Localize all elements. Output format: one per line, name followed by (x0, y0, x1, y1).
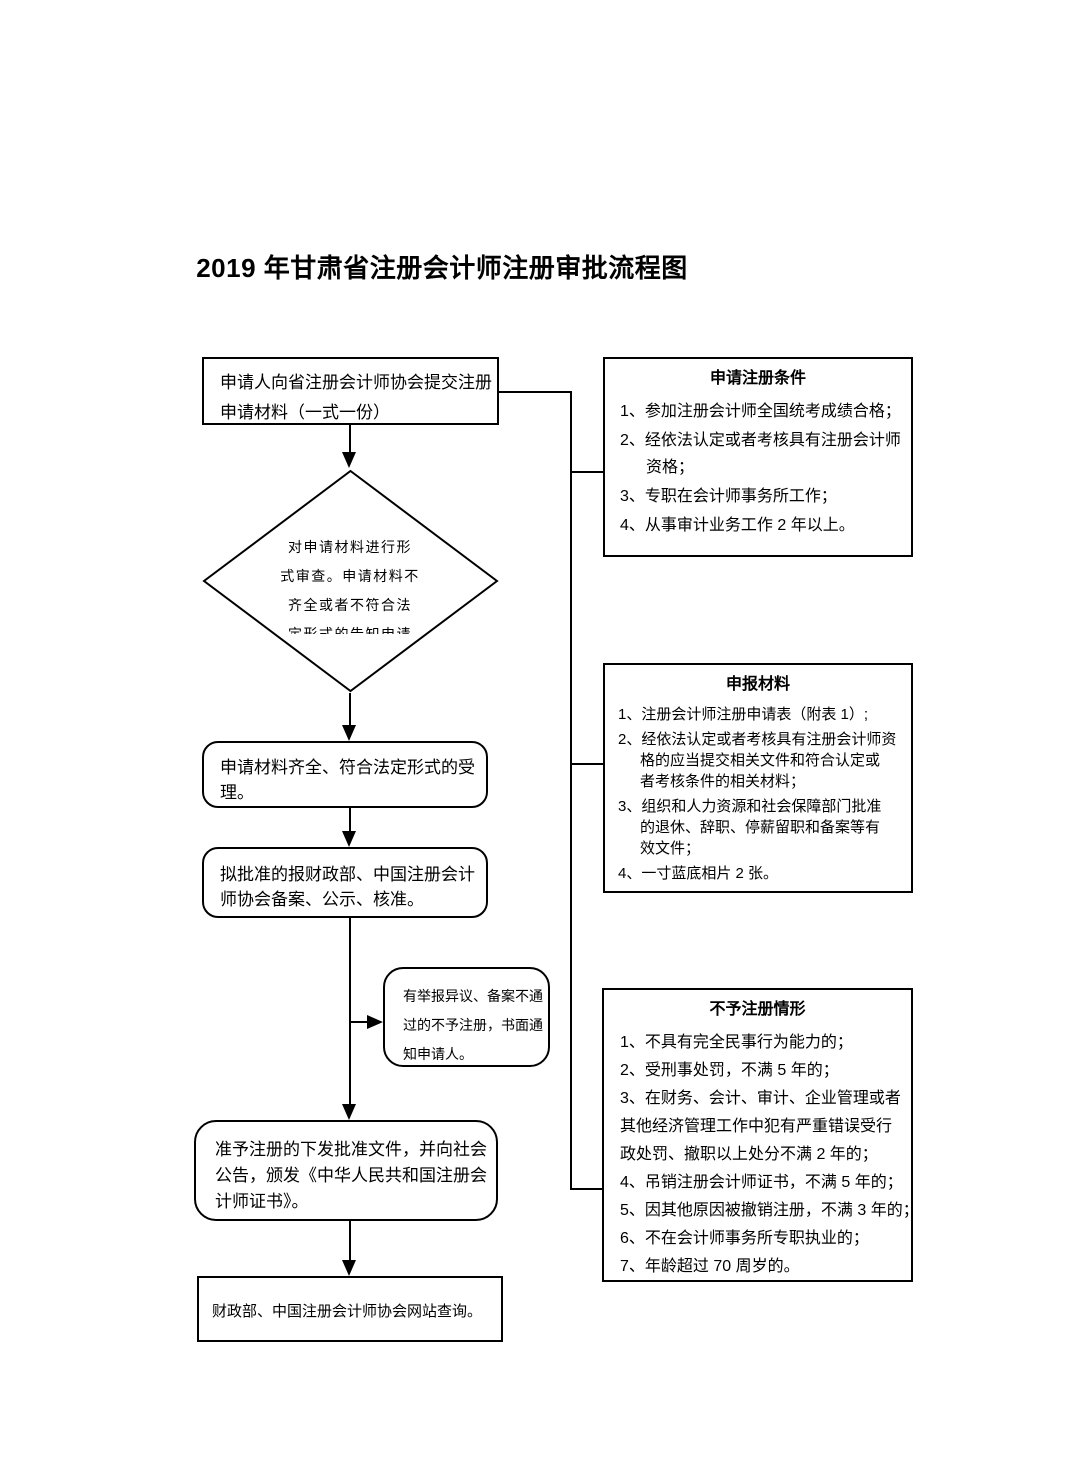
diamond-text-line: 式审查。申请材料不 (280, 568, 420, 584)
acceptance-box: 申请材料齐全、符合法定形式的受 理。 (202, 741, 488, 808)
connector-trunk-vertical (570, 391, 572, 1190)
connector-review-to-accept (349, 693, 351, 727)
denial-cases-panel: 不予注册情形 1、不具有完全民事行为能力的； 2、受刑事处罚，不满 5 年的； … (602, 988, 919, 1282)
panel-body: 1、不具有完全民事行为能力的； 2、受刑事处罚，不满 5 年的； 3、在财务、会… (604, 1029, 919, 1281)
website-query-box: 财政部、中国注册会计师协会网站查询。 (197, 1276, 503, 1342)
panel-text-line: 资格； (646, 459, 695, 476)
box-text-line: 师协会备案、公示、核准。 (220, 890, 424, 909)
panel-text-line: 4、从事审计业务工作 2 年以上。 (620, 517, 855, 534)
page-title: 2019 年甘肃省注册会计师注册审批流程图 (196, 253, 688, 283)
box-text-line: 过的不予注册，书面通 (403, 1017, 543, 1033)
panel-text-line: 3、在财务、会计、审计、企业管理或者 (620, 1090, 901, 1107)
panel-body: 1、参加注册会计师全国统考成绩合格； 2、经依法认定或者考核具有注册会计师 资格… (605, 398, 911, 539)
diamond-text-line: 定形式的告知申请 (288, 626, 412, 634)
box-text-line: 知申请人。 (403, 1046, 473, 1062)
formal-review-diamond (202, 469, 499, 693)
panel-text-line: 者考核条件的相关材料； (640, 773, 806, 790)
box-text-line: 准予注册的下发批准文件，并向社会 (215, 1140, 487, 1159)
connector-submit-to-trunk (498, 391, 572, 393)
connector-report-to-approve (349, 918, 351, 1106)
diamond-text-line: 对申请材料进行形 (288, 539, 412, 555)
panel-text-line: 7、年龄超过 70 周岁的。 (620, 1258, 800, 1275)
connector-trunk-to-materials (570, 763, 603, 765)
connector-trunk-to-denial (570, 1188, 602, 1190)
panel-text-line: 的退休、辞职、停薪留职和备案等有 (640, 819, 881, 836)
panel-text-line: 1、参加注册会计师全国统考成绩合格； (620, 403, 901, 420)
box-text-line: 申请材料齐全、符合法定形式的受 (220, 758, 475, 777)
panel-text-line: 3、组织和人力资源和社会保障部门批准 (618, 798, 882, 815)
diamond-text-line: 齐全或者不符合法 (288, 597, 412, 613)
panel-body: 1、注册会计师注册申请表（附表 1）; 2、经依法认定或者考核具有注册会计师资 … (605, 704, 911, 884)
box-text-line: 公告，颁发《中华人民共和国注册会 (215, 1166, 487, 1185)
connector-branch-to-reject-notice (350, 1021, 368, 1023)
arrow-down-icon (342, 1260, 356, 1276)
box-text-line: 拟批准的报财政部、中国注册会计 (220, 865, 475, 884)
panel-text-line: 2、受刑事处罚，不满 5 年的； (620, 1062, 839, 1079)
arrow-right-icon (367, 1015, 383, 1029)
panel-title: 申报材料 (725, 676, 790, 693)
panel-text-line: 4、一寸蓝底相片 2 张。 (618, 865, 779, 882)
arrow-down-icon (342, 831, 356, 847)
box-text-line: 计师证书》。 (215, 1192, 309, 1211)
connector-trunk-to-conditions (570, 471, 603, 473)
panel-title: 不予注册情形 (709, 1001, 806, 1018)
panel-text-line: 1、注册会计师注册申请表（附表 1）; (618, 706, 869, 723)
connector-approve-to-query (349, 1221, 351, 1261)
panel-text-line: 2、经依法认定或者考核具有注册会计师资 (618, 731, 897, 748)
arrow-down-icon (342, 1104, 356, 1120)
box-text-line: 理。 (220, 783, 254, 802)
panel-text-line: 政处罚、撤职以上处分不满 2 年的； (620, 1146, 878, 1163)
box-text-line: 有举报异议、备案不通 (403, 988, 543, 1004)
reject-notice-box: 有举报异议、备案不通 过的不予注册，书面通 知申请人。 (383, 967, 550, 1067)
arrow-down-icon (342, 452, 356, 468)
panel-text-line: 6、不在会计师事务所专职执业的； (620, 1230, 869, 1247)
arrow-down-icon (342, 725, 356, 741)
panel-text-line: 格的应当提交相关文件和符合认定或 (640, 752, 881, 769)
panel-text-line: 其他经济管理工作中犯有严重错误受行 (620, 1118, 893, 1135)
panel-title: 申请注册条件 (709, 370, 806, 387)
registration-conditions-panel: 申请注册条件 1、参加注册会计师全国统考成绩合格； 2、经依法认定或者考核具有注… (603, 357, 913, 557)
report-filing-box: 拟批准的报财政部、中国注册会计 师协会备案、公示、核准。 (202, 847, 488, 918)
approval-certificate-box: 准予注册的下发批准文件，并向社会 公告，颁发《中华人民共和国注册会 计师证书》。 (194, 1120, 498, 1221)
diamond-shape (202, 469, 499, 693)
panel-text-line: 4、吊销注册会计师证书，不满 5 年的； (620, 1174, 903, 1191)
panel-text-line: 效文件； (640, 840, 701, 857)
box-text-line: 申请人向省注册会计师协会提交注册 (220, 373, 492, 392)
connector-submit-to-review (349, 425, 351, 455)
application-materials-panel: 申报材料 1、注册会计师注册申请表（附表 1）; 2、经依法认定或者考核具有注册… (603, 663, 913, 893)
box-text-line: 申请材料（一式一份） (220, 403, 390, 422)
formal-review-text: 对申请材料进行形 式审查。申请材料不 齐全或者不符合法 定形式的告知申请 (265, 533, 435, 634)
box-text-line: 财政部、中国注册会计师协会网站查询。 (212, 1303, 483, 1320)
panel-text-line: 1、不具有完全民事行为能力的； (620, 1034, 853, 1051)
submit-materials-box: 申请人向省注册会计师协会提交注册 申请材料（一式一份） (202, 357, 499, 425)
panel-text-line: 5、因其他原因被撤销注册，不满 3 年的； (620, 1202, 919, 1219)
panel-text-line: 3、专职在会计师事务所工作； (620, 488, 837, 505)
panel-text-line: 2、经依法认定或者考核具有注册会计师 (620, 432, 901, 449)
connector-accept-to-report (349, 808, 351, 833)
